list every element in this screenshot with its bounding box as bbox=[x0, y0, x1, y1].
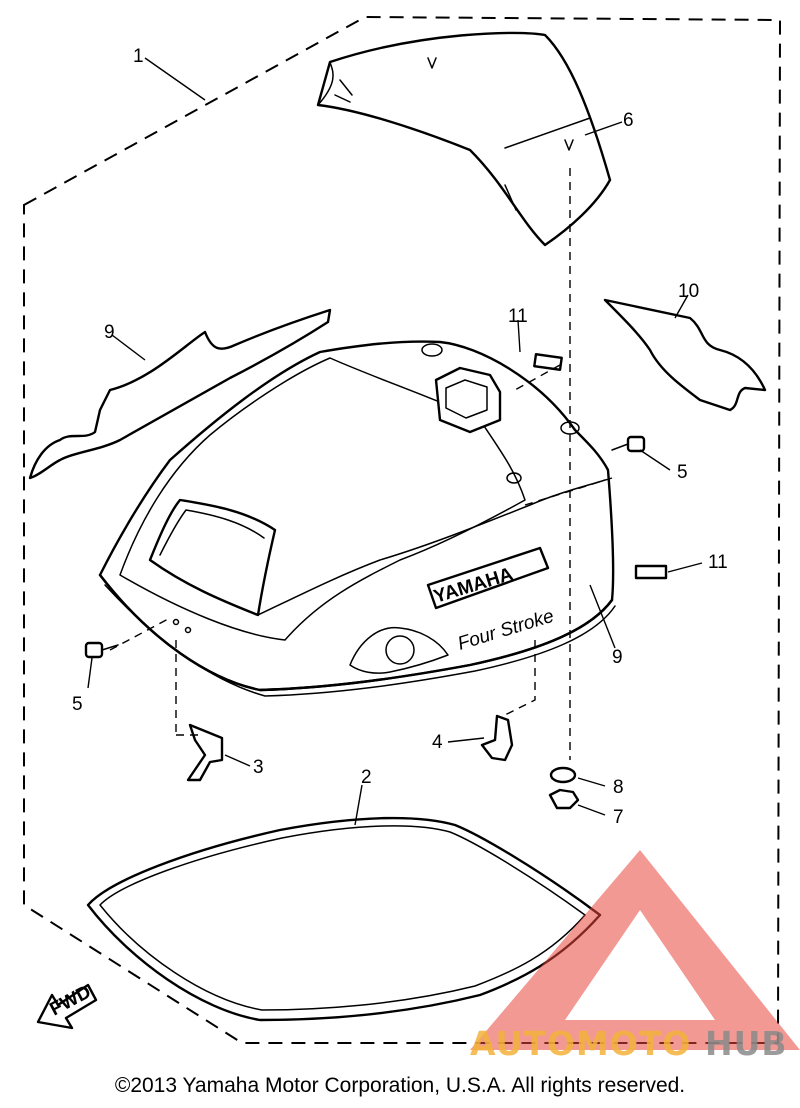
part-8-washer bbox=[549, 766, 577, 784]
callout-8: 8 bbox=[613, 777, 624, 798]
part-5-bolt-right bbox=[611, 435, 646, 453]
part-9-decal-left bbox=[28, 308, 332, 480]
watermark-logo: AUTOMOTO HUB bbox=[470, 850, 800, 1063]
parts-diagram: YAMAHA Four Stroke bbox=[23, 15, 782, 1044]
part-11-plate-top bbox=[533, 353, 563, 371]
callout-9-left: 9 bbox=[104, 322, 115, 343]
callout-11-right: 11 bbox=[708, 552, 728, 573]
callout-5-right: 5 bbox=[677, 462, 688, 483]
callout-5-left: 5 bbox=[72, 694, 83, 715]
callout-9-right: 9 bbox=[612, 647, 623, 668]
part-10-decal-right bbox=[603, 298, 767, 412]
watermark-triangle bbox=[470, 850, 800, 1050]
part-7-nut bbox=[548, 788, 580, 810]
part-3-bracket bbox=[186, 723, 224, 782]
part-6-top-cover bbox=[316, 31, 612, 247]
part-1-cowling: YAMAHA Four Stroke bbox=[98, 340, 616, 697]
fwd-arrow: FWD bbox=[36, 982, 98, 1030]
callout-11-top: 11 bbox=[508, 306, 528, 327]
callout-6: 6 bbox=[623, 110, 634, 131]
callout-3: 3 bbox=[253, 757, 264, 778]
watermark-text-hub: HUB bbox=[705, 1024, 788, 1063]
callout-10: 10 bbox=[678, 281, 699, 302]
part-4-bracket bbox=[480, 714, 514, 762]
part-11-plate-right bbox=[634, 564, 668, 580]
part-5-bolt-left bbox=[84, 641, 119, 659]
callout-1: 1 bbox=[133, 46, 144, 67]
watermark-text-automoto: AUTOMOTO bbox=[470, 1024, 691, 1063]
copyright-notice: ©2013 Yamaha Motor Corporation, U.S.A. A… bbox=[114, 1074, 686, 1097]
callout-2: 2 bbox=[361, 767, 372, 788]
callout-7: 7 bbox=[613, 807, 624, 828]
callout-4: 4 bbox=[432, 732, 443, 753]
